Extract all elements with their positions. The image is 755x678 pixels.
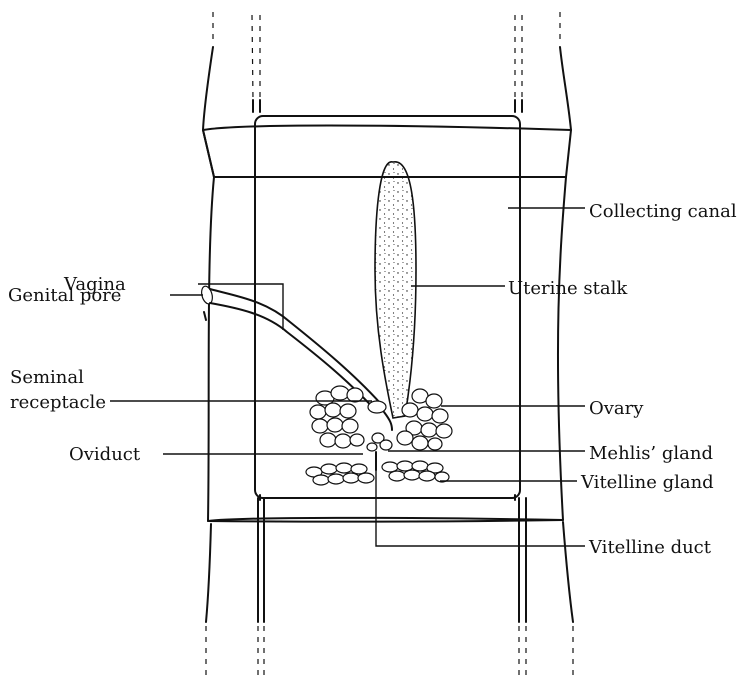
label-oviduct: Oviduct xyxy=(69,444,141,465)
vitelline-gland-shape xyxy=(306,461,449,485)
lower-segment xyxy=(206,498,573,675)
label-vitelline-gland: Vitelline gland xyxy=(580,472,714,493)
label-mehlis-gland: Mehlis’ gland xyxy=(589,443,713,464)
upper-segment xyxy=(203,12,571,130)
label-seminal-receptacle-line2: receptacle xyxy=(10,392,106,413)
label-vitelline-duct: Vitelline duct xyxy=(588,537,712,558)
label-genital-pore: Genital pore xyxy=(8,285,121,306)
labels: Collecting canal Vagina Uterine stalk Ge… xyxy=(8,201,737,558)
label-ovary: Ovary xyxy=(589,398,644,419)
central-glands xyxy=(367,401,392,470)
leader-lines xyxy=(110,208,585,546)
uterine-stalk-shape xyxy=(375,162,416,418)
label-collecting-canal: Collecting canal xyxy=(589,201,737,222)
label-uterine-stalk: Uterine stalk xyxy=(508,278,628,299)
label-seminal-receptacle-line1: Seminal xyxy=(10,367,84,388)
